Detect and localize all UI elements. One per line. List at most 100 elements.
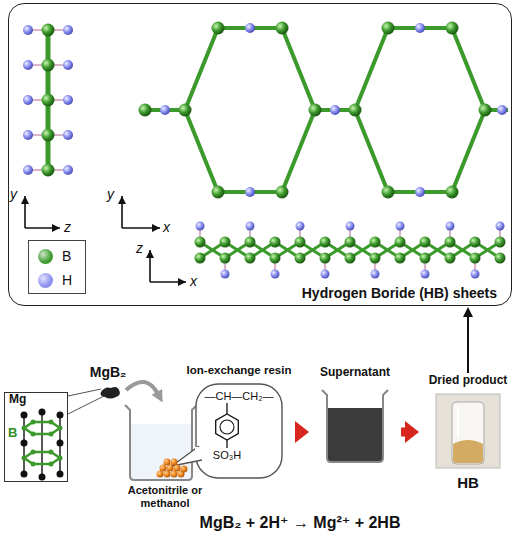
boron-atom xyxy=(220,253,231,264)
hydrogen-atom xyxy=(446,222,455,231)
hydrogen-atom xyxy=(246,222,255,231)
axis-label: y xyxy=(107,186,114,202)
benzene-ring xyxy=(216,414,239,440)
hydrogen-atom xyxy=(371,270,380,279)
axis-arrow xyxy=(121,196,123,228)
axis-label: y xyxy=(10,186,17,202)
top-view-bonds xyxy=(145,28,508,192)
legend-row: B xyxy=(38,246,71,266)
element-label: B xyxy=(8,426,17,441)
beaker-solvent xyxy=(125,405,197,480)
boron-atom xyxy=(212,22,225,35)
boron-atom xyxy=(270,237,281,248)
boron-atom xyxy=(479,104,492,117)
bubble-patch xyxy=(195,447,202,459)
boron-atom xyxy=(295,237,306,248)
element-label: Mg xyxy=(9,393,26,407)
resin-bead xyxy=(167,465,174,472)
hydrogen-atom xyxy=(221,270,230,279)
crystal-box: MgB xyxy=(4,392,68,482)
reaction-equation: MgB₂ + 2H⁺ → Mg²⁺ + 2HB xyxy=(200,514,401,532)
solvent-label: Acetonitrile or methanol xyxy=(119,484,211,510)
hb-powder xyxy=(453,440,483,463)
boron-atom xyxy=(446,186,459,199)
axis-label: z xyxy=(64,219,71,235)
hydrogen-atom xyxy=(23,130,33,140)
resin-bead xyxy=(157,471,164,478)
product-photo xyxy=(436,394,500,468)
boron-atom xyxy=(276,186,289,199)
dried-product: Dried productHB xyxy=(420,374,516,496)
hydrogen-atom xyxy=(496,222,505,231)
axis-arrow xyxy=(149,250,151,282)
chemical-group: SO₃H xyxy=(213,449,241,462)
hydrogen-atom xyxy=(396,222,405,231)
hydrogen-atom xyxy=(471,270,480,279)
step-title: Supernatant xyxy=(310,366,400,380)
hydrogen-atom xyxy=(63,95,73,105)
boron-atom xyxy=(370,237,381,248)
chemical-bond xyxy=(226,403,227,448)
legend-text: H xyxy=(62,272,72,288)
addition-arrow xyxy=(126,382,158,394)
boron-atom xyxy=(179,104,192,117)
hydrogen-atom xyxy=(63,130,73,140)
hydrogen-atom xyxy=(321,270,330,279)
axis-arrow xyxy=(122,227,160,229)
flow-arrow xyxy=(467,317,469,373)
boron-atom xyxy=(42,59,55,72)
boron-atom xyxy=(382,186,395,199)
boron-atom xyxy=(212,186,225,199)
boron-atom xyxy=(470,237,481,248)
solvent-liquid xyxy=(131,424,191,479)
resin-bead xyxy=(181,466,188,473)
hydrogen-atom xyxy=(23,165,33,175)
hydrogen-atom xyxy=(330,105,340,115)
mgb2-powder xyxy=(101,387,121,399)
boron-atom xyxy=(42,24,55,37)
boron-atom xyxy=(395,253,406,264)
hydrogen-atom xyxy=(196,222,205,231)
step-title: Dried product xyxy=(420,374,516,388)
hydrogen-atom xyxy=(23,60,33,70)
resin-bead xyxy=(164,459,171,466)
axis-label: z xyxy=(136,240,143,256)
hydrogen-atom xyxy=(63,165,73,175)
flow-arrow xyxy=(401,428,405,437)
boron-atom xyxy=(276,22,289,35)
boron-atom xyxy=(470,253,481,264)
boron-atom xyxy=(42,164,55,177)
legend-row: H xyxy=(38,270,72,290)
hydrogen-atom xyxy=(421,270,430,279)
axis-arrow xyxy=(24,196,26,228)
legend-swatch xyxy=(38,273,53,288)
boron-atom xyxy=(345,253,356,264)
crystal-frame xyxy=(24,412,60,477)
hydrogen-atom xyxy=(245,187,255,197)
boron-atom xyxy=(495,253,506,264)
zoom-lines xyxy=(68,389,104,414)
boron-atom xyxy=(245,253,256,264)
supernatant-beaker: Supernatant xyxy=(310,366,400,464)
legend-box: BH xyxy=(28,240,86,294)
atoms xyxy=(23,22,507,478)
boron-atoms xyxy=(22,420,63,467)
reaction-beaker: Acetonitrile or methanolIon-exchange res… xyxy=(115,362,294,512)
hydrogen-atom xyxy=(245,23,255,33)
boron-atom xyxy=(320,253,331,264)
boron-layer xyxy=(24,422,60,464)
vial xyxy=(452,402,484,464)
honeycomb-bonds xyxy=(145,28,508,192)
resin-bead xyxy=(171,459,178,466)
boron-atom xyxy=(445,253,456,264)
hydrogen-atom xyxy=(23,25,33,35)
boron-atom xyxy=(195,237,206,248)
boron-atom xyxy=(245,237,256,248)
panel-title: Hydrogen Boride (HB) sheets xyxy=(302,285,497,301)
hydrogen-atom xyxy=(296,222,305,231)
boron-atom xyxy=(382,22,395,35)
hydrogen-atom xyxy=(160,105,170,115)
hydrogen-atom xyxy=(415,23,425,33)
mgb2-crystal xyxy=(21,409,64,481)
resin-bead xyxy=(171,471,178,478)
